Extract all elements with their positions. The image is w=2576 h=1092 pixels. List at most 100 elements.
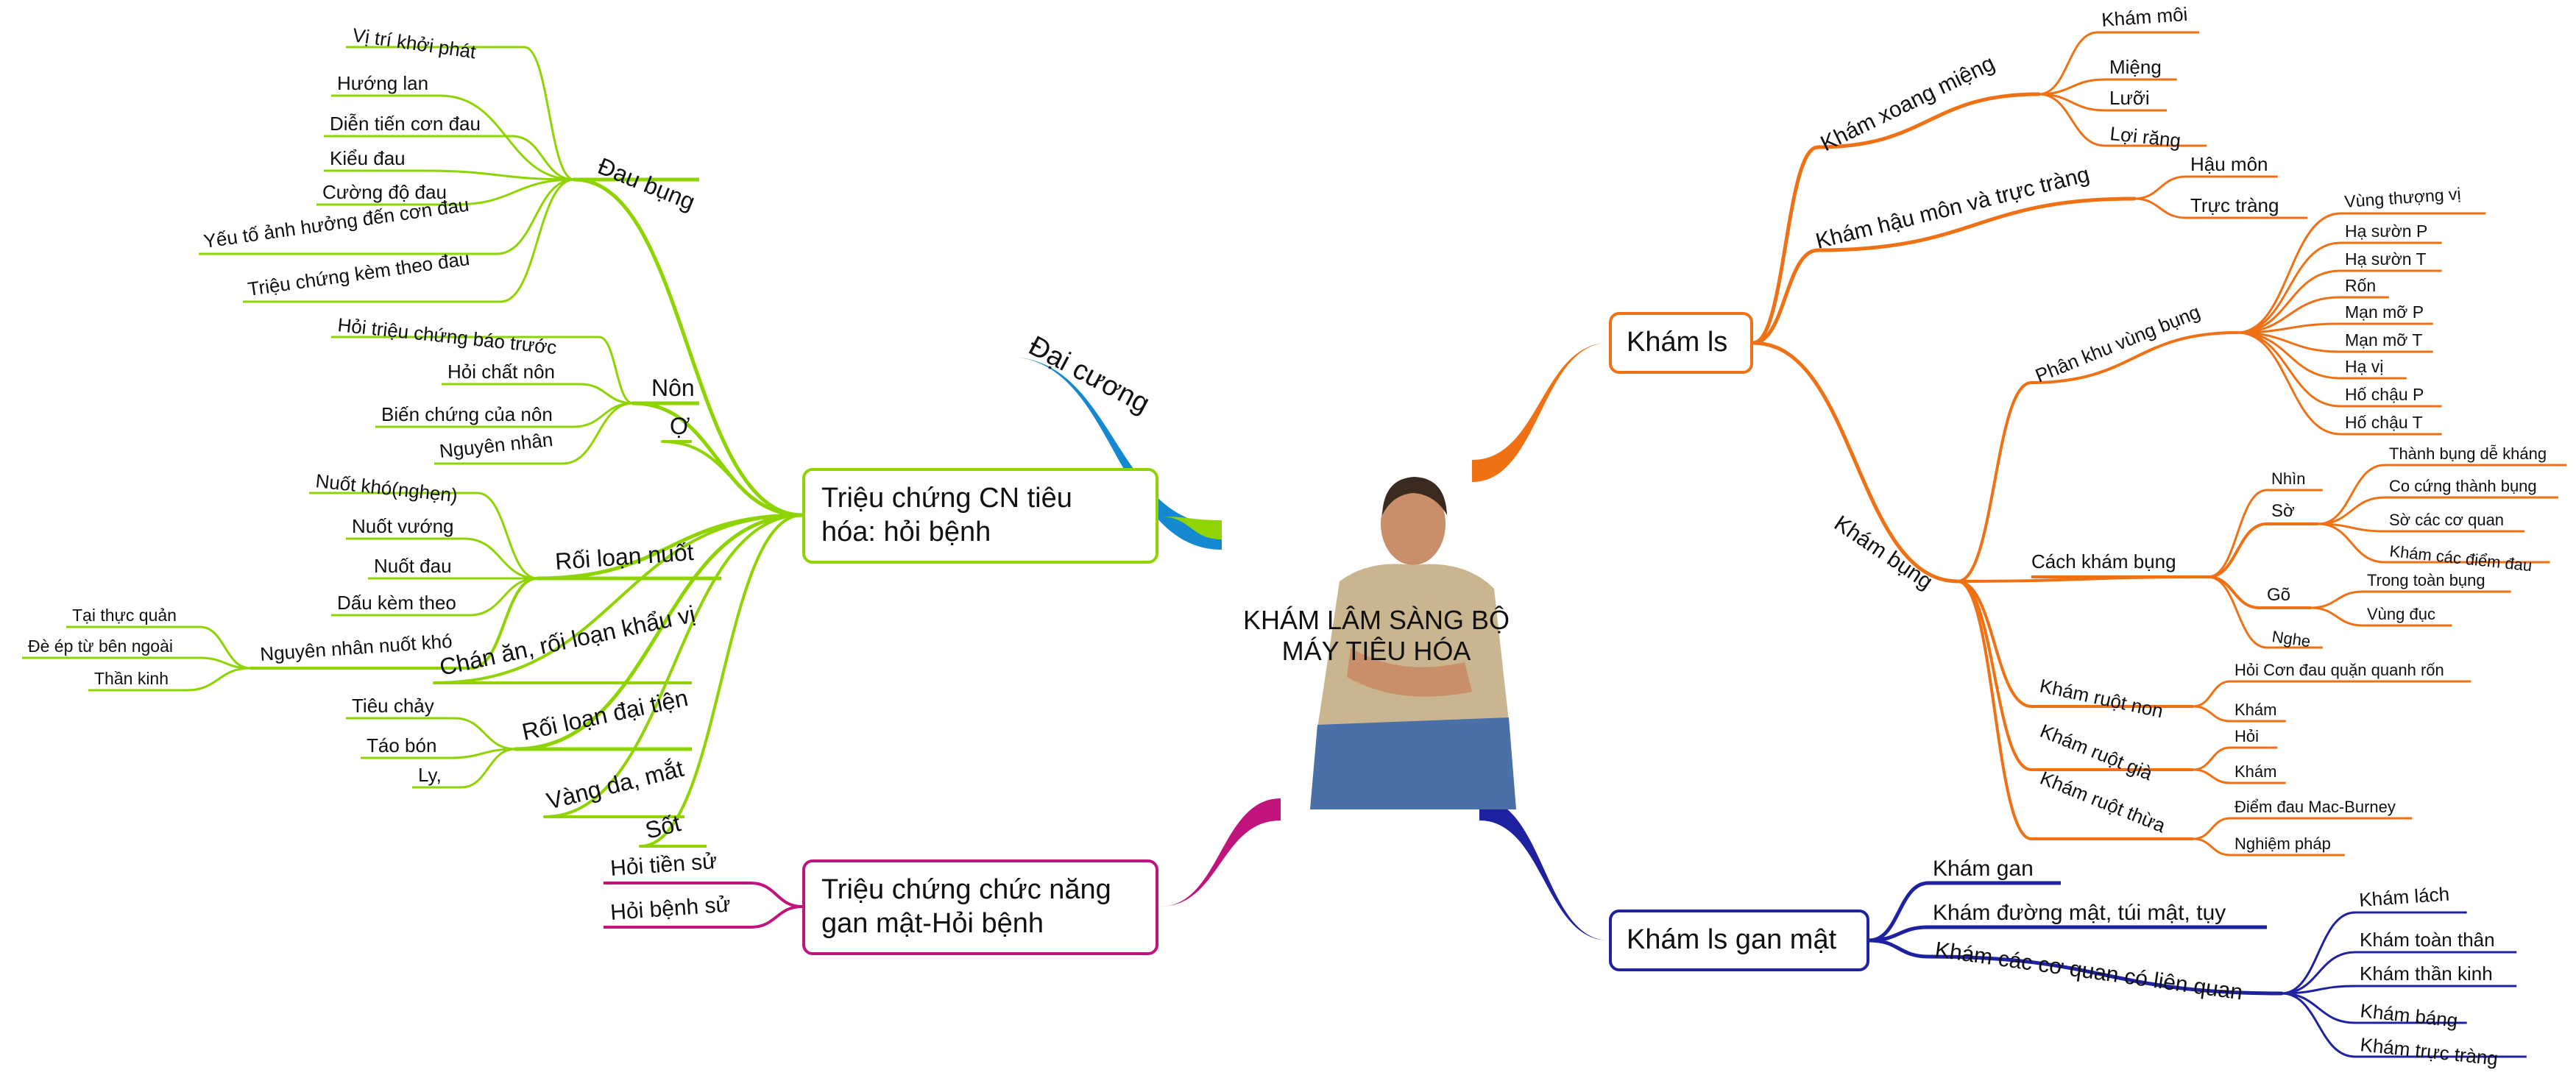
leaf-go-1[interactable]: Vùng đục [2367,605,2435,623]
leaf-non-1[interactable]: Hỏi chất nôn [447,361,555,383]
leaf-hau-mon-1[interactable]: Trực tràng [2190,194,2279,216]
node-non[interactable]: Nôn [651,375,695,401]
node-kham-ruot-non[interactable]: Khám ruột non [2038,675,2165,723]
node-roi-loan-nuot[interactable]: Rối loạn nuốt [554,539,695,575]
leaf-dau-bung-6[interactable]: Triệu chứng kèm theo đau [247,247,471,300]
leaf-so-2[interactable]: Sờ các cơ quan [2389,511,2504,529]
node-go[interactable]: Gõ [2267,585,2290,605]
leaf-non-0[interactable]: Hỏi triệu chứng báo trước [336,313,557,358]
connector-line [2317,496,2386,525]
leaf-co-quan-3[interactable]: Khám báng [2359,999,2458,1032]
leaf-non-2[interactable]: Biến chứng của nôn [381,403,553,425]
node-roi-loan-dai-tien[interactable]: Rối loạn đại tiện [520,684,690,745]
leaf-ruot-non-1[interactable]: Khám [2234,701,2276,719]
leaf-roi-loan-dai-tien-2[interactable]: Ly, [418,764,442,786]
connector-line [562,402,634,465]
node-trieu-chung-tieu-hoa[interactable]: Triệu chứng CN tiêu hóa: hỏi bệnh [802,468,1158,564]
leaf-phan-khu-2[interactable]: Hạ sườn T [2345,249,2427,269]
leaf-co-quan-0[interactable]: Khám lách [2358,882,2450,910]
leaf-dau-bung-2[interactable]: Diễn tiến cơn đau [330,113,481,135]
connector-line [1816,196,2137,252]
node-trieu-chung-gan[interactable]: Triệu chứng chức năng gan mật-Hỏi bệnh [802,859,1158,955]
node-nguyen-nhan-nuot-kho[interactable]: Nguyên nhân nuốt khó [259,630,453,665]
leaf-so-0[interactable]: Thành bụng dễ kháng [2389,444,2547,463]
leaf-nguyen-nhan-0[interactable]: Tại thực quản [72,606,177,625]
person-hair [1382,477,1447,515]
leaf-phan-khu-8[interactable]: Hố chậu T [2345,413,2423,432]
leaf-co-quan-2[interactable]: Khám thần kinh [2360,962,2493,985]
node-kham-co-quan[interactable]: Khám các cơ quan có liên quan [1933,937,2244,1004]
leaf-go-0[interactable]: Trong toàn bụng [2367,571,2485,589]
leaf-roi-loan-nuot-2[interactable]: Nuốt đau [374,555,452,577]
leaf-phan-khu-1[interactable]: Hạ sườn P [2345,221,2427,241]
leaf-so-1[interactable]: Co cứng thành bụng [2389,477,2537,495]
node-kham-duong-mat[interactable]: Khám đường mật, túi mật, tụy [1933,901,2226,925]
leaf-co-quan-4[interactable]: Khám trực tràng [2359,1033,2499,1069]
connector-line [2236,241,2342,334]
leaf-roi-loan-dai-tien-0[interactable]: Tiêu chảy [352,695,434,717]
connector-line [511,135,576,181]
node-o[interactable]: Ợ [670,413,690,439]
leaf-phan-khu-6[interactable]: Hạ vị [2345,357,2383,376]
connector-line [2310,590,2364,609]
leaf-dau-bung-1[interactable]: Hướng lan [337,72,428,94]
leaf-non-3[interactable]: Nguyên nhân [438,428,553,462]
connector-line [2030,331,2239,384]
leaf-co-quan-1[interactable]: Khám toàn thân [2360,929,2495,951]
node-kham-ls[interactable]: Khám ls [1609,312,1753,374]
center-title-line1: KHÁM LÂM SÀNG BỘ [1242,605,1510,635]
leaf-nhin[interactable]: Nhìn [2271,469,2305,488]
leaf-hau-mon-0[interactable]: Hậu môn [2190,153,2268,175]
node-sot[interactable]: Sốt [643,809,683,844]
node-trieu-chung-tieu-hoa-line1: Triệu chứng CN tiêu [821,483,1072,514]
leaf-so-3[interactable]: Khám các điểm đau [2388,542,2533,575]
leaf-phan-khu-4[interactable]: Mạn mỡ P [2345,302,2424,322]
connector-line [2280,985,2357,995]
node-dau-bung[interactable]: Đau bụng [594,152,698,215]
leaf-xoang-mieng-1[interactable]: Miệng [2109,56,2162,78]
connector-line [2192,817,2232,840]
node-so[interactable]: Sờ [2271,501,2295,521]
connector-line [1956,580,2033,840]
node-kham-gan-mat-label: Khám ls gan mật [1627,924,1837,955]
node-vang-da[interactable]: Vàng da, mắt [544,755,687,815]
connector-line [1751,341,1960,584]
leaf-nguyen-nhan-1[interactable]: Đè ép từ bên ngoài [28,637,173,656]
leaf-trieu-chung-gan-0[interactable]: Hỏi tiền sử [609,849,718,881]
center-title: KHÁM LÂM SÀNG BỘ MÁY TIÊU HÓA [1192,605,1560,667]
leaf-phan-khu-5[interactable]: Mạn mỡ T [2345,330,2422,350]
leaf-roi-loan-nuot-0[interactable]: Nuốt khó(nghẹn) [314,469,459,506]
connector-line [495,178,576,255]
node-phan-khu[interactable]: Phân khu vùng bụng [2032,300,2203,386]
leaf-xoang-mieng-2[interactable]: Lưỡi [2109,87,2150,109]
leaf-xoang-mieng-0[interactable]: Khám môi [2101,3,2188,31]
node-kham-gan-mat[interactable]: Khám ls gan mật [1609,910,1869,971]
leaf-phan-khu-0[interactable]: Vùng thượng vị [2344,184,2462,211]
node-chan-an[interactable]: Chán ăn, rối loạn khẩu vị [437,600,698,681]
leaf-ruot-thua-0[interactable]: Điểm đau Mac-Burney [2234,798,2396,816]
leaf-phan-khu-3[interactable]: Rốn [2345,276,2376,295]
leaf-roi-loan-nuot-1[interactable]: Nuốt vướng [352,515,454,537]
node-kham-hau-mon[interactable]: Khám hậu môn và trực tràng [1814,162,2092,253]
leaf-dau-bung-0[interactable]: Vị trí khởi phát [351,24,478,63]
leaf-trieu-chung-gan-1[interactable]: Hỏi bệnh sử [609,893,731,925]
person-legs [1310,717,1516,809]
leaf-roi-loan-dai-tien-1[interactable]: Táo bón [367,734,436,756]
leaf-ruot-non-0[interactable]: Hỏi Cơn đau quặn quanh rốn [2234,661,2444,679]
leaf-dau-bung-4[interactable]: Cường độ đau [322,181,447,203]
connector-line [2192,680,2232,708]
leaf-dau-bung-3[interactable]: Kiểu đau [330,147,406,169]
node-trieu-chung-gan-line1: Triệu chứng chức năng [821,874,1111,905]
leaf-ruot-gia-1[interactable]: Khám [2234,762,2276,781]
leaf-roi-loan-nuot-3[interactable]: Dấu kèm theo [337,592,456,614]
connector-line [463,537,539,580]
node-kham-gan[interactable]: Khám gan [1933,857,2034,881]
node-cach-kham-bung[interactable]: Cách khám bụng [2031,550,2176,572]
leaf-nguyen-nhan-2[interactable]: Thần kinh [94,669,169,688]
leaf-xoang-mieng-3[interactable]: Lợi răng [2109,122,2182,152]
connector-line [2037,93,2106,147]
leaf-phan-khu-7[interactable]: Hố chậu P [2345,385,2424,404]
leaf-ruot-gia-0[interactable]: Hỏi [2234,727,2259,745]
leaf-ruot-thua-1[interactable]: Nghiệm pháp [2234,834,2331,853]
connector-line [439,94,576,181]
